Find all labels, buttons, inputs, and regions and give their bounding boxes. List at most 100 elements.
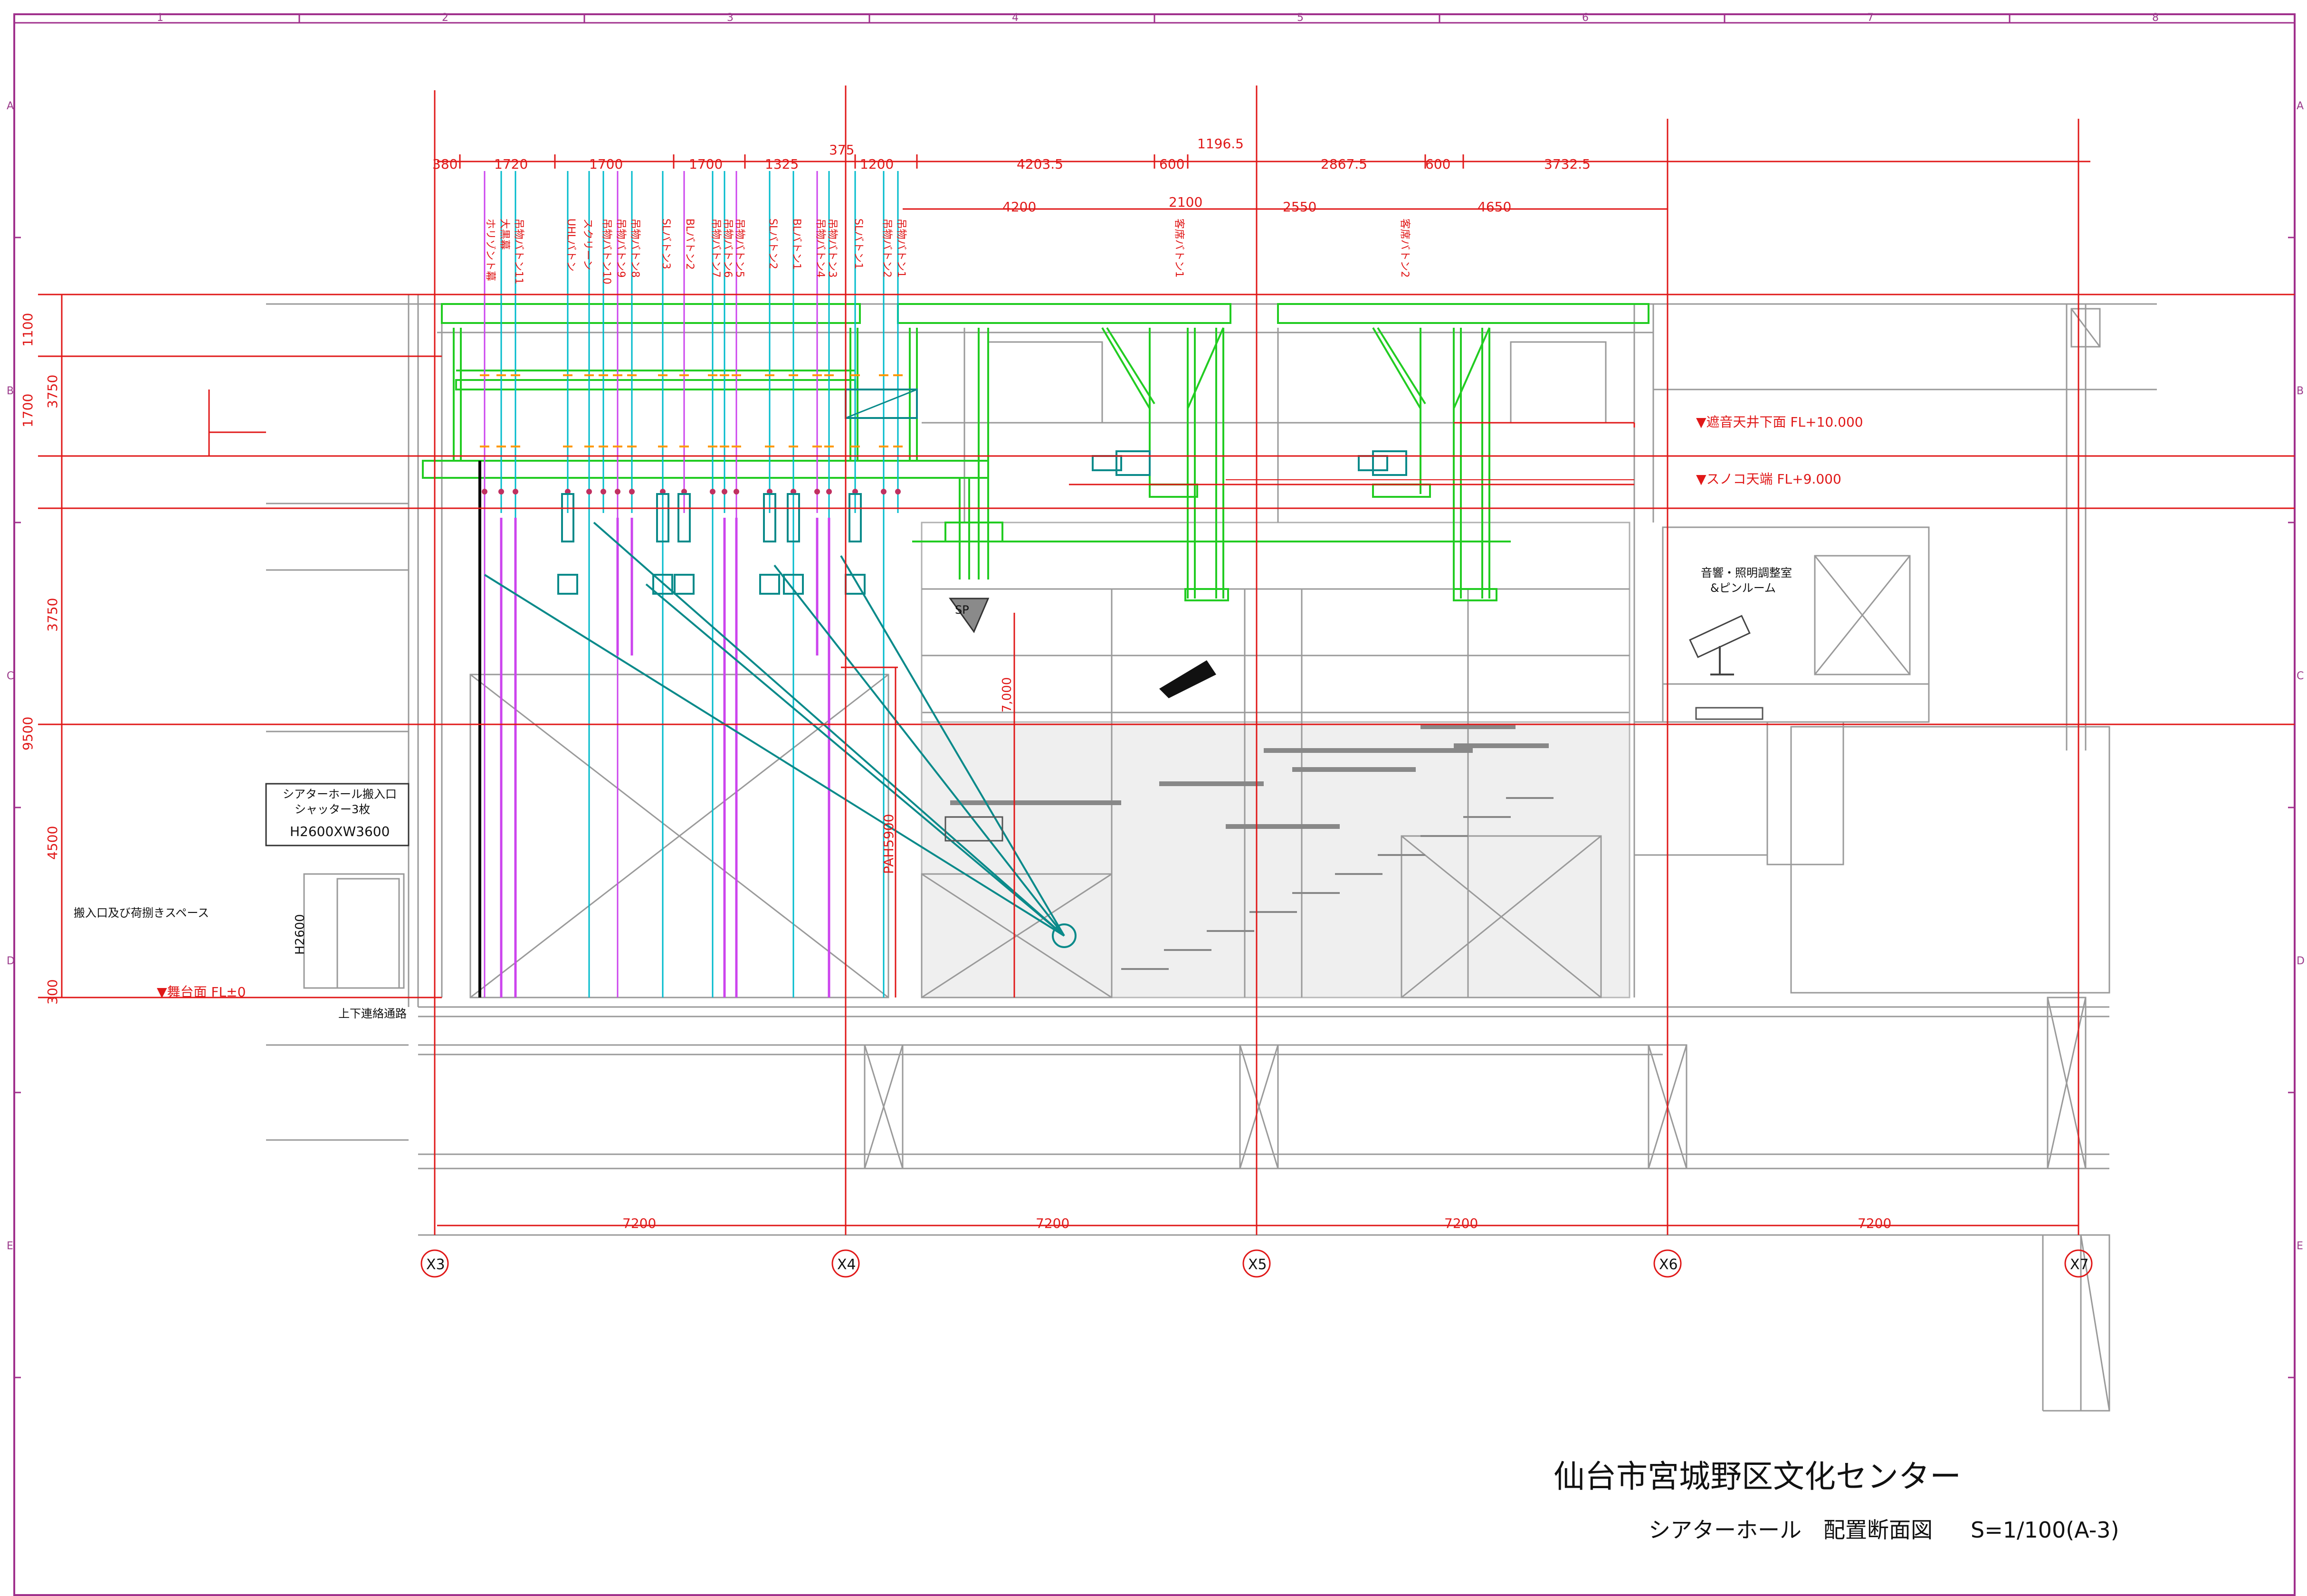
luminaire [848, 493, 862, 542]
border-column-label: 7 [1867, 12, 1874, 24]
batten-hook [615, 489, 620, 494]
batten-label: SLバトン3 [660, 218, 672, 269]
axis-label: X4 [837, 1256, 856, 1273]
luminaire [656, 493, 669, 542]
batten-label: スクリーン [582, 218, 593, 270]
batten-label: UHLバトン [565, 218, 577, 272]
luminaire [677, 493, 691, 542]
left-dimension: 3750 [45, 375, 60, 408]
batten-label: 吊物バトン1 [895, 218, 907, 278]
luminaire-head [759, 574, 780, 595]
batten-hook [710, 489, 715, 494]
left-dimension: 3750 [45, 598, 60, 632]
grid-axes: X3 X4 X5 X6 X7 [420, 1249, 2093, 1278]
border-column-label: 6 [1582, 12, 1589, 24]
light-beams [484, 522, 1077, 948]
drawing-title: 仙台市宮城野区文化センター [1554, 1458, 1961, 1495]
batten-label: SLバトン2 [767, 218, 779, 269]
batten-hook [513, 489, 518, 494]
loading-space-label: 搬入口及び荷捌きスペース [74, 906, 209, 920]
left-dimension: 1700 [20, 394, 36, 428]
batten-label: 吊物バトン8 [629, 218, 641, 278]
batten-hook [601, 489, 606, 494]
border-row-label-left: A [7, 100, 14, 112]
level-sunoko: ▼スノコ天端 FL+9.000 [1696, 471, 1841, 487]
scale-text: S=1/100(A-3) [1971, 1517, 2119, 1543]
batten-label: 吊物バトン3 [826, 218, 838, 278]
sp-label: SP [955, 603, 969, 617]
batten-hook [881, 489, 887, 494]
axis-bubble [831, 1249, 860, 1278]
border-column-label: 8 [2152, 12, 2159, 24]
top-dimension: 4650 [1478, 199, 1511, 215]
border-row-label-right: A [2297, 100, 2304, 112]
border-ticks [14, 14, 2295, 1378]
h2600-label: H2600 [293, 914, 307, 955]
bottom-dimension: 7200 [622, 1216, 656, 1231]
top-dimension: 1325 [765, 156, 799, 172]
luminaire [763, 493, 776, 542]
pah-label: PAH5900 [881, 814, 896, 874]
top-dimension: 1720 [494, 156, 528, 172]
border-column-label: 4 [1012, 12, 1019, 24]
border-row-label-left: E [7, 1240, 13, 1252]
luminaire-head [783, 574, 804, 595]
batten-label: 大黒幕 [498, 218, 510, 250]
batten-label: 吊物バトン9 [615, 218, 627, 278]
passage-label: 上下連絡通路 [338, 1007, 407, 1020]
border-column-label: 5 [1297, 12, 1304, 24]
axis-bubble [1242, 1249, 1271, 1278]
border-row-label-left: B [7, 385, 14, 397]
border-column-label: 3 [727, 12, 734, 24]
h7000-label: 7,000 [1000, 677, 1014, 712]
luminaire-head [652, 574, 673, 595]
batten-label: 吊物バトン7 [710, 218, 722, 278]
left-dimension: 1100 [20, 313, 36, 347]
batten-hook [482, 489, 487, 494]
batten-label: BLバトン1 [791, 218, 802, 270]
batten-label: 吊物バトン10 [601, 218, 612, 285]
batten-hook [826, 489, 832, 494]
batten-hook [629, 489, 635, 494]
axis-bubble [2064, 1249, 2093, 1278]
fly-steel-framework [422, 303, 1649, 601]
axis-label: X3 [426, 1256, 445, 1273]
axis-label: X5 [1248, 1256, 1267, 1273]
top-dimension-ticks [434, 154, 1668, 169]
luminaire [787, 493, 800, 542]
top-dimension: 1700 [689, 156, 723, 172]
batten-hook [586, 489, 592, 494]
batten-hook [498, 489, 504, 494]
luminaire [561, 493, 574, 542]
left-dimension: 4500 [45, 826, 60, 860]
axis-label: X7 [2070, 1256, 2089, 1273]
level-stage: ▼舞台面 FL±0 [157, 984, 246, 1000]
batten-label: SLバトン1 [852, 218, 864, 269]
audience-seat-tiers [950, 724, 1554, 970]
shutter-size: H2600XW3600 [290, 824, 390, 839]
left-dimension: 300 [45, 979, 60, 1005]
batten-hook [814, 489, 820, 494]
control-room-label-1: 音響・照明調整室 [1701, 566, 1792, 580]
batten-label: 吊物バトン6 [722, 218, 734, 278]
border-row-label-right: E [2297, 1240, 2303, 1252]
top-dimension: 600 [1159, 156, 1184, 172]
batten-hook [734, 489, 739, 494]
top-dimension: 1200 [860, 156, 894, 172]
top-dimension: 1700 [589, 156, 623, 172]
top-dimension: 2100 [1169, 194, 1202, 210]
top-dimension: 4200 [1002, 199, 1036, 215]
luminaire-head [557, 574, 578, 595]
shutter-box: シアターホール搬入口 シャッター3枚 H2600XW3600 [265, 783, 410, 846]
border-row-label-right: C [2297, 670, 2304, 682]
axis-label: X6 [1659, 1256, 1678, 1273]
axis-bubble [1653, 1249, 1682, 1278]
control-room-label-2: &ピンルーム [1710, 581, 1776, 595]
border-row-label-left: C [7, 670, 14, 682]
